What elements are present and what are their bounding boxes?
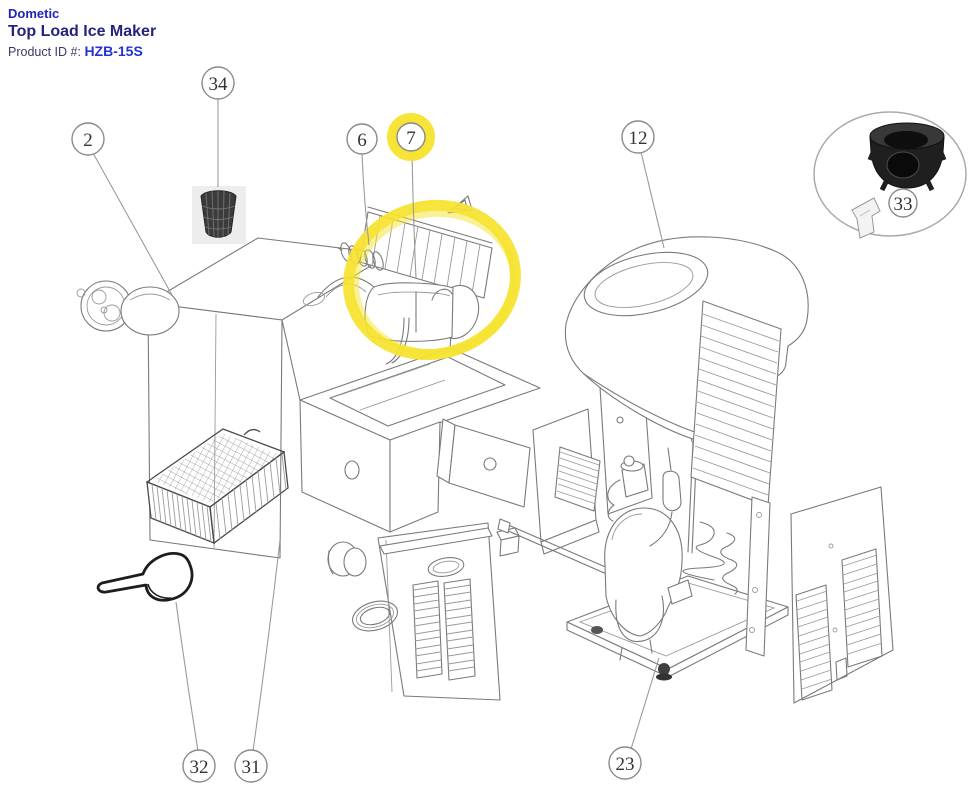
callout-7-label: 7 bbox=[406, 128, 416, 149]
leader-lines bbox=[92, 98, 665, 752]
ice-tray-assembly bbox=[337, 195, 493, 365]
highlight-annotation bbox=[343, 199, 521, 361]
callout-12-label: 12 bbox=[629, 128, 648, 149]
callout-32-label: 32 bbox=[190, 757, 209, 778]
callout-32: 32 bbox=[182, 749, 216, 783]
callout-2: 2 bbox=[71, 122, 105, 156]
ice-basket-part bbox=[145, 428, 289, 545]
callout-6: 6 bbox=[346, 123, 378, 155]
callout-23-label: 23 bbox=[616, 754, 635, 775]
callouts: 2 34 6 7 12 33 bbox=[71, 66, 918, 783]
callout-34-label: 34 bbox=[209, 74, 229, 95]
drain-knob-part bbox=[192, 186, 246, 244]
spring-coil bbox=[720, 532, 738, 595]
callout-6-label: 6 bbox=[357, 130, 367, 151]
compressor-dome bbox=[604, 507, 693, 661]
front-louver-panel bbox=[327, 522, 520, 701]
mounting-bracket bbox=[745, 496, 771, 657]
callout-12: 12 bbox=[621, 120, 655, 154]
product-id-label: Product ID #: bbox=[8, 45, 81, 60]
compressor-assembly bbox=[554, 446, 789, 681]
overflow-tank bbox=[607, 455, 649, 522]
part-33-inset bbox=[813, 111, 967, 239]
condenser-loops bbox=[682, 521, 725, 581]
fan-motor-part bbox=[327, 541, 367, 577]
ice-scoop-part bbox=[96, 552, 194, 602]
callout-23: 23 bbox=[608, 746, 642, 780]
callout-33-label: 33 bbox=[894, 194, 913, 215]
product-title: Top Load Ice Maker bbox=[8, 23, 157, 41]
header: Dometic Top Load Ice Maker Product ID #:… bbox=[8, 6, 156, 61]
cabinet-shell bbox=[147, 237, 456, 559]
callout-33: 33 bbox=[888, 188, 918, 218]
callout-31: 31 bbox=[234, 749, 268, 783]
callout-34: 34 bbox=[201, 66, 235, 100]
product-id-line: Product ID #: HZB-15S bbox=[8, 43, 156, 61]
product-id-value: HZB-15S bbox=[84, 43, 143, 60]
brand-name: Dometic bbox=[8, 6, 60, 21]
drain-cap-nut bbox=[867, 122, 947, 192]
base-foot bbox=[658, 663, 670, 675]
reservoir-deck bbox=[281, 319, 541, 533]
oval-grommet-part bbox=[352, 600, 398, 632]
side-louver-panel bbox=[690, 300, 782, 507]
callout-31-label: 31 bbox=[242, 757, 261, 778]
drier-filter bbox=[649, 447, 682, 547]
callout-2-label: 2 bbox=[83, 130, 93, 151]
back-panel bbox=[790, 486, 894, 704]
pump-part bbox=[76, 280, 180, 336]
callout-7-highlighted: 7 bbox=[396, 122, 426, 152]
drain-plug-clip bbox=[851, 197, 881, 239]
